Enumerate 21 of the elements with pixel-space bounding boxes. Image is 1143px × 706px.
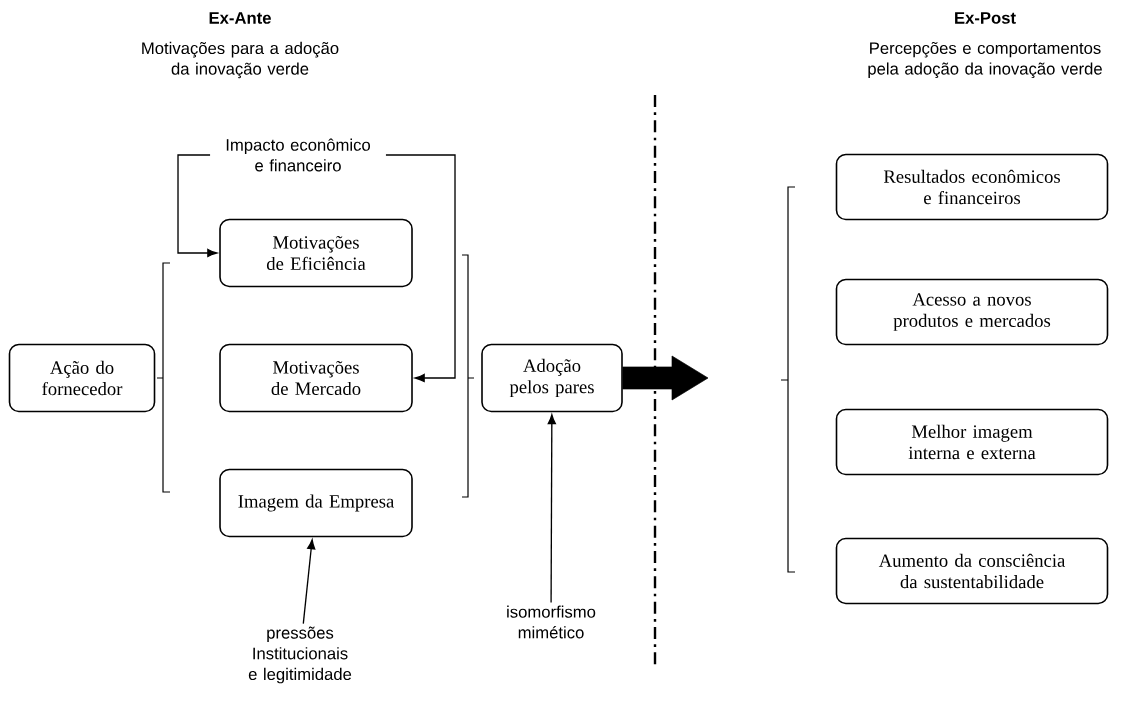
arrow	[385, 154, 456, 383]
process-box: Aumento da consciência da sustentabilidade	[835, 537, 1109, 605]
process-box: Ação do fornecedor	[8, 343, 156, 413]
heading-text: Motivações para a adoção da inovação verde	[142, 41, 339, 79]
node-text: Impacto econômico e financeiro	[226, 138, 370, 172]
node-text: pressões Institucionais e legitimidade	[248, 626, 352, 684]
process-box: Motivações de Mercado	[219, 343, 413, 413]
heading-text: Ex-Ante	[209, 12, 271, 24]
arrow	[302, 539, 316, 625]
node-text: isomorfismo mimético	[507, 605, 596, 639]
process-box: Adoção pelos pares	[481, 343, 623, 413]
process-box: Acesso a novos produtos e mercados	[835, 278, 1109, 346]
block-arrow	[622, 355, 709, 401]
process-box: Melhor imagem interna e externa	[835, 408, 1109, 476]
process-box: Imagem da Empresa	[219, 468, 413, 538]
heading-text: Ex-Post	[955, 12, 1016, 24]
process-box: Resultados econômicos e financeiros	[835, 153, 1109, 221]
heading-text: Percepções e comportamentos pela adoção da inovação verde	[868, 41, 1102, 79]
process-box: Motivações de Eficiência	[219, 218, 413, 288]
arrow	[547, 414, 556, 604]
arrow	[177, 154, 218, 258]
